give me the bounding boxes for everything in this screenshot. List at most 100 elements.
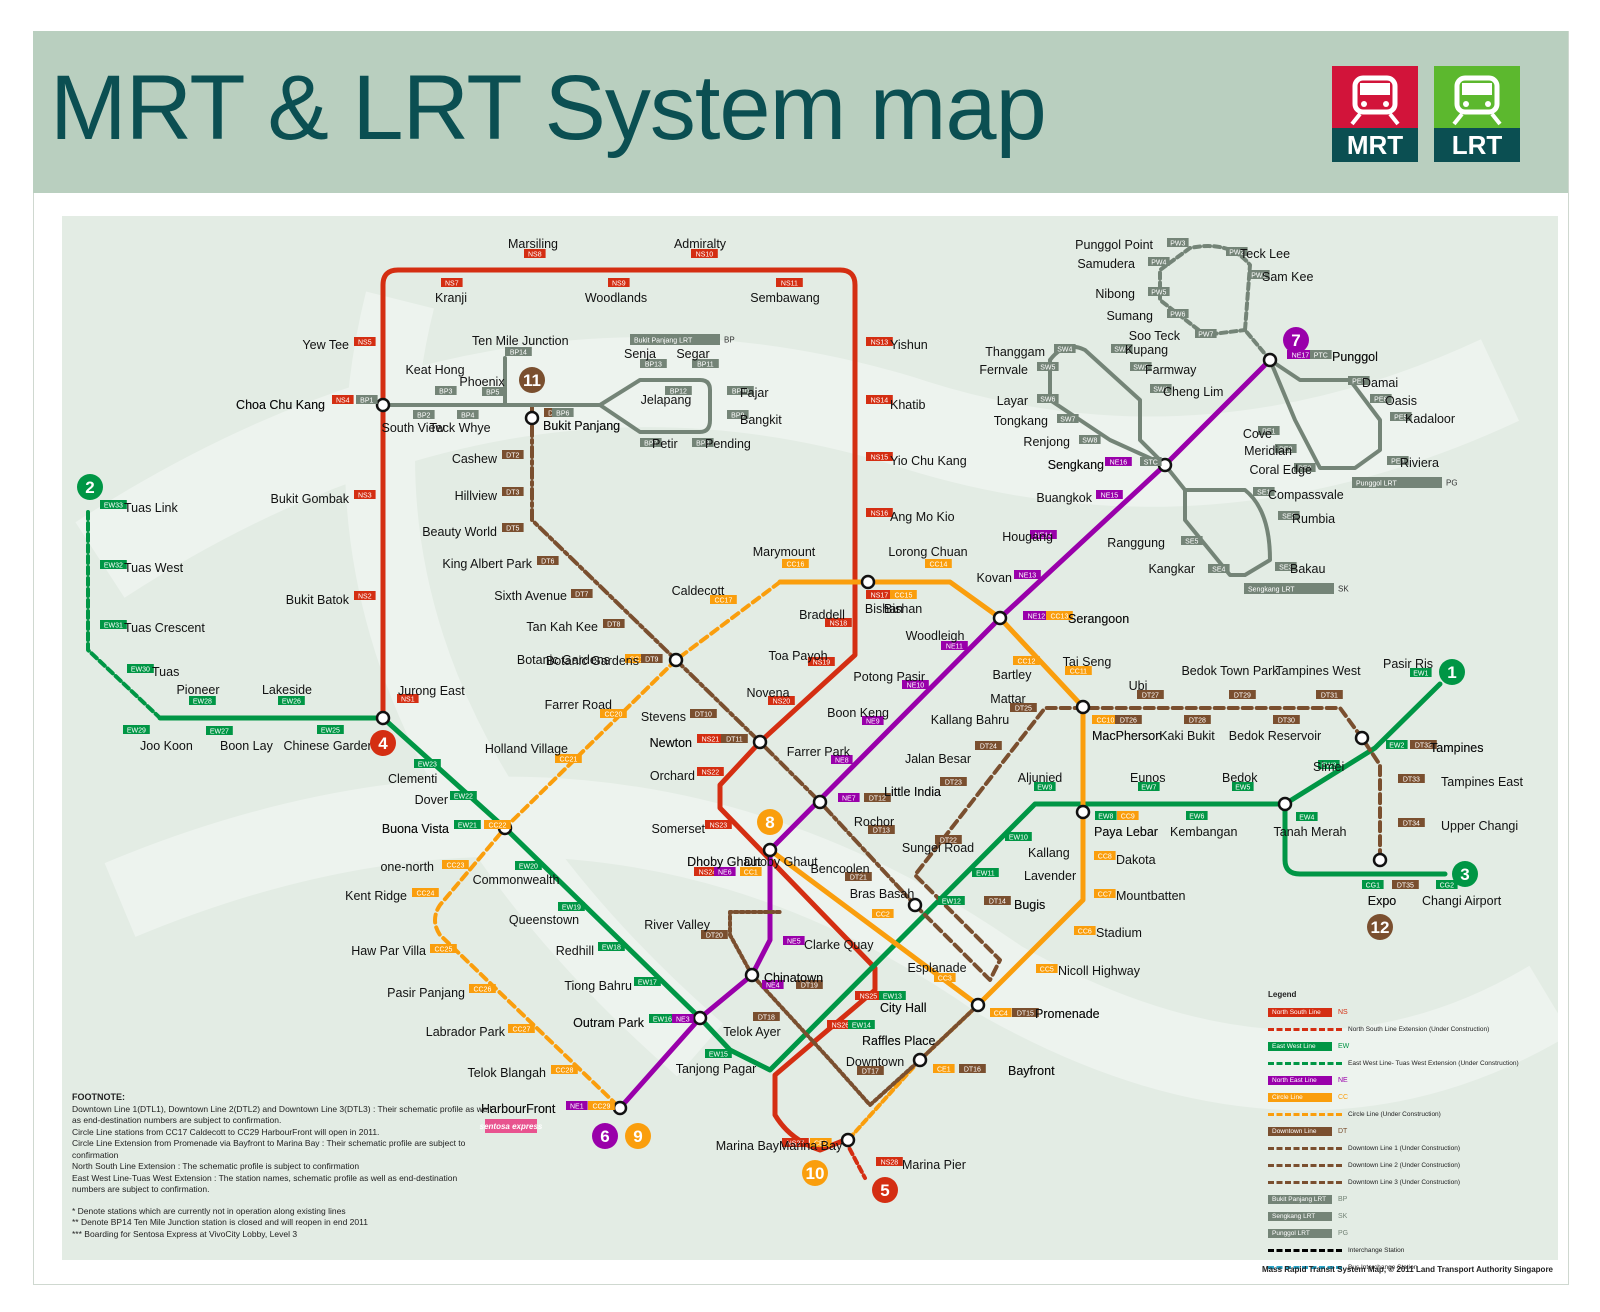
- station-label[interactable]: Pioneer: [176, 683, 219, 697]
- station-label[interactable]: Little India: [884, 785, 941, 799]
- station-label[interactable]: Cheng Lim: [1163, 385, 1223, 399]
- station-label[interactable]: Bakau: [1290, 562, 1325, 576]
- station-label[interactable]: Kent Ridge: [345, 889, 407, 903]
- station-label[interactable]: MacPherson: [1092, 729, 1162, 743]
- station-label[interactable]: Bencoolen: [810, 862, 869, 876]
- station-label[interactable]: Bayfront: [1008, 1064, 1055, 1078]
- station-label[interactable]: Changi Airport: [1422, 894, 1502, 908]
- station-label[interactable]: Tan Kah Kee: [526, 620, 598, 634]
- station-label[interactable]: Renjong: [1023, 435, 1070, 449]
- station-label[interactable]: Coral Edge: [1249, 463, 1312, 477]
- station-label[interactable]: Marina Pier: [902, 1158, 966, 1172]
- station-label[interactable]: Raffles Place: [862, 1034, 935, 1048]
- station-label[interactable]: Ten Mile Junction: [472, 334, 569, 348]
- station-label[interactable]: Bishan: [865, 602, 903, 616]
- station-label[interactable]: Jalan Besar: [905, 752, 971, 766]
- station-label[interactable]: Oasis: [1385, 394, 1417, 408]
- station-label[interactable]: River Valley: [644, 918, 711, 932]
- station-label[interactable]: Joo Koon: [140, 739, 193, 753]
- station-label[interactable]: one-north: [380, 860, 434, 874]
- station-label[interactable]: Stevens: [641, 710, 686, 724]
- station-label[interactable]: Sumang: [1106, 309, 1153, 323]
- station-label[interactable]: Tuas Link: [124, 501, 178, 515]
- station-label[interactable]: Pasir Ris: [1383, 657, 1433, 671]
- station-label[interactable]: Expo: [1368, 894, 1397, 908]
- station-label[interactable]: Sungei Road: [902, 841, 974, 855]
- station-label[interactable]: Kadaloor: [1405, 412, 1455, 426]
- station-label[interactable]: Fernvale: [979, 363, 1028, 377]
- station-label[interactable]: Teck Lee: [1240, 247, 1290, 261]
- station-label[interactable]: Downtown: [846, 1055, 904, 1069]
- station-label[interactable]: Lavender: [1024, 869, 1076, 883]
- station-label[interactable]: Kaki Bukit: [1159, 729, 1215, 743]
- station-label[interactable]: Kovan: [977, 571, 1012, 585]
- station-label[interactable]: Yishun: [890, 338, 928, 352]
- station-label[interactable]: Paya Lebar: [1094, 825, 1158, 839]
- station-label[interactable]: Marymount: [753, 545, 816, 559]
- station-label[interactable]: Chinatown: [764, 971, 823, 985]
- station-label[interactable]: Tuas West: [124, 561, 184, 575]
- station-label[interactable]: Buona Vista: [382, 822, 449, 836]
- station-label[interactable]: Woodleigh: [906, 629, 965, 643]
- station-label[interactable]: Lakeside: [262, 683, 312, 697]
- station-label[interactable]: Bedok: [1222, 771, 1258, 785]
- station-label[interactable]: Clarke Quay: [804, 938, 874, 952]
- station-label[interactable]: Bukit Gombak: [270, 492, 349, 506]
- station-label[interactable]: Somerset: [652, 822, 706, 836]
- station-label[interactable]: Upper Changi: [1441, 819, 1518, 833]
- station-label[interactable]: Little India: [884, 785, 941, 799]
- station-label[interactable]: Bukit Panjang: [543, 419, 620, 433]
- station-label[interactable]: Lorong Chuan: [888, 545, 967, 559]
- station-label[interactable]: Caldecott: [672, 584, 725, 598]
- station-label[interactable]: Damai: [1362, 376, 1398, 390]
- station-label[interactable]: Samudera: [1077, 257, 1135, 271]
- station-label[interactable]: Sam Kee: [1262, 270, 1313, 284]
- station-label[interactable]: Farrer Road: [545, 698, 612, 712]
- station-label[interactable]: Kallang: [1028, 846, 1070, 860]
- station-label[interactable]: Labrador Park: [426, 1025, 506, 1039]
- station-label[interactable]: Tanjong Pagar: [676, 1062, 757, 1076]
- station-label[interactable]: Esplanade: [907, 961, 966, 975]
- station-label[interactable]: Bukit Panjang: [543, 419, 620, 433]
- station-label[interactable]: Buangkok: [1036, 491, 1092, 505]
- station-label[interactable]: Botanic Gardens: [546, 654, 639, 668]
- station-label[interactable]: Compassvale: [1268, 488, 1344, 502]
- station-label[interactable]: Senja: [624, 347, 656, 361]
- station-label[interactable]: Outram Park: [573, 1016, 645, 1030]
- station-label[interactable]: Ranggung: [1107, 536, 1165, 550]
- station-label[interactable]: Hillview: [455, 489, 498, 503]
- station-label[interactable]: Rochor: [854, 815, 894, 829]
- station-label[interactable]: Sengkang: [1048, 458, 1104, 472]
- station-label[interactable]: Woodlands: [585, 291, 647, 305]
- station-label[interactable]: Promenade: [1035, 1007, 1100, 1021]
- station-label[interactable]: Tampines: [1430, 741, 1484, 755]
- station-label[interactable]: Simei: [1313, 760, 1344, 774]
- station-label[interactable]: Hougang: [1002, 530, 1053, 544]
- station-label[interactable]: Newton: [650, 736, 692, 750]
- station-label[interactable]: Tai Seng: [1063, 655, 1112, 669]
- station-label[interactable]: Dhoby Ghaut: [687, 855, 761, 869]
- station-label[interactable]: Mattar: [990, 692, 1025, 706]
- station-label[interactable]: Admiralty: [674, 237, 727, 251]
- station-label[interactable]: Marina Bay: [779, 1139, 843, 1153]
- station-label[interactable]: Jurong East: [398, 684, 465, 698]
- station-label[interactable]: King Albert Park: [442, 557, 532, 571]
- station-label[interactable]: Tampines: [1430, 741, 1484, 755]
- station-label[interactable]: HarbourFront: [481, 1102, 556, 1116]
- station-label[interactable]: Tuas Crescent: [124, 621, 205, 635]
- station-label[interactable]: Botanic Gardens: [517, 653, 610, 667]
- station-label[interactable]: Telok Ayer: [723, 1025, 780, 1039]
- station-label[interactable]: Potong Pasir: [853, 670, 925, 684]
- station-label[interactable]: Sengkang: [1048, 458, 1104, 472]
- station-label[interactable]: Tongkang: [994, 414, 1048, 428]
- station-label[interactable]: Sembawang: [750, 291, 820, 305]
- station-label[interactable]: Dover: [415, 793, 448, 807]
- station-label[interactable]: Braddell: [799, 608, 845, 622]
- station-label[interactable]: Phoenix: [459, 375, 505, 389]
- station-label[interactable]: Farrer Park: [787, 745, 851, 759]
- station-label[interactable]: Orchard: [650, 769, 695, 783]
- station-label[interactable]: Novena: [746, 686, 789, 700]
- station-label[interactable]: Kembangan: [1170, 825, 1237, 839]
- station-label[interactable]: Dhoby Ghaut: [687, 855, 761, 869]
- station-label[interactable]: Tuas: [152, 665, 179, 679]
